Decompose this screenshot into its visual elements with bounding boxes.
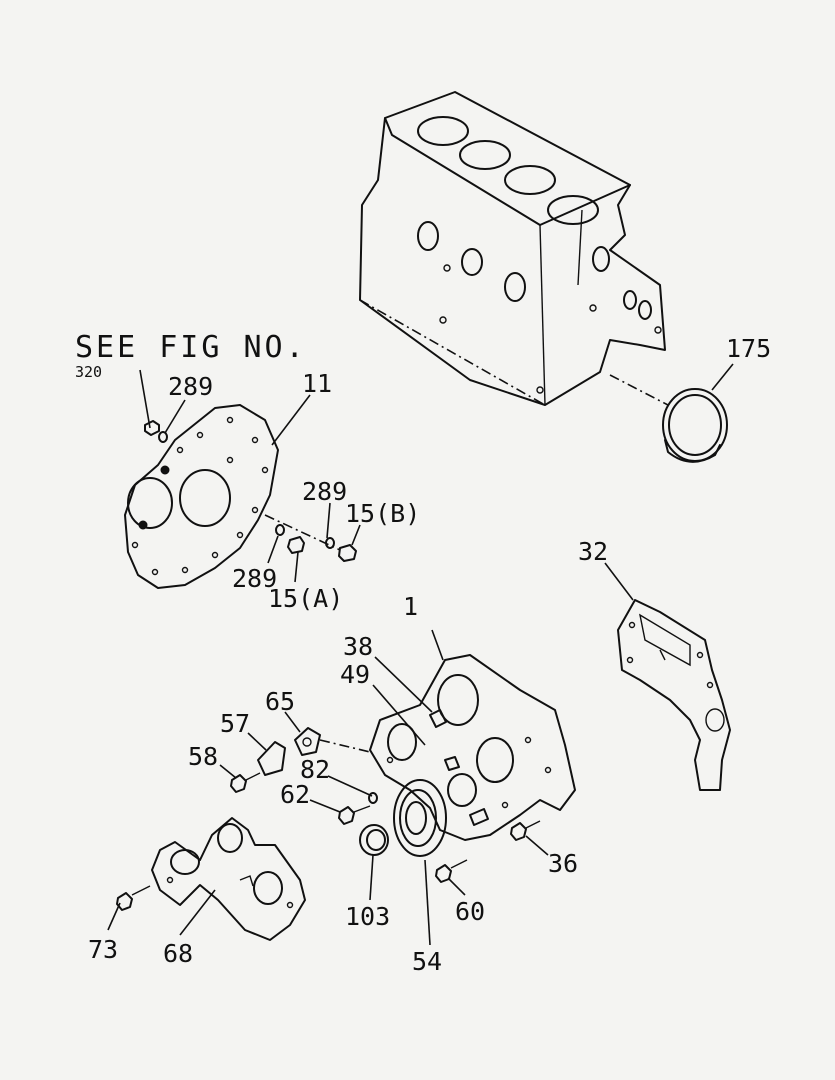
callout-60: 60 <box>455 897 485 926</box>
gasket-32 <box>617 599 731 791</box>
callout-62: 62 <box>280 780 310 809</box>
rear-plate-11 <box>124 404 279 589</box>
hardware-289-15 <box>144 420 357 562</box>
see-fig-ref: 320 <box>75 363 102 381</box>
leader-axis-65 <box>319 739 371 753</box>
callout-73: 73 <box>88 935 118 964</box>
callout-32: 32 <box>578 537 608 566</box>
callout-175: 175 <box>726 334 771 363</box>
callout-289-right: 289 <box>302 477 347 506</box>
gasket-65 <box>294 727 321 756</box>
callout-103: 103 <box>345 902 390 931</box>
callout-57: 57 <box>220 709 250 738</box>
front-cover-54 <box>393 779 447 857</box>
callout-38: 38 <box>343 632 373 661</box>
cover-plate-57 <box>257 741 286 776</box>
callout-68: 68 <box>163 939 193 968</box>
gear-cover-68 <box>151 817 306 941</box>
callout-58: 58 <box>188 742 218 771</box>
callout-82: 82 <box>300 755 330 784</box>
callout-49: 49 <box>340 660 370 689</box>
see-fig-note: SEE FIG NO. <box>75 330 307 365</box>
timing-case-1 <box>369 654 576 841</box>
callout-65: 65 <box>265 687 295 716</box>
callout-1: 1 <box>403 592 418 621</box>
leader-lines <box>107 363 734 946</box>
callout-15b: 15(B) <box>345 499 420 528</box>
bolts <box>116 772 541 911</box>
callout-36: 36 <box>548 849 578 878</box>
callout-289-top: 289 <box>168 372 213 401</box>
oil-seal-175 <box>662 388 728 463</box>
callout-11: 11 <box>302 369 332 398</box>
callout-54: 54 <box>412 947 442 976</box>
engine-block <box>359 91 669 406</box>
oil-seal-103 <box>359 824 389 856</box>
callout-15a: 15(A) <box>268 584 343 613</box>
callout-289-bottom: 289 <box>232 564 277 593</box>
